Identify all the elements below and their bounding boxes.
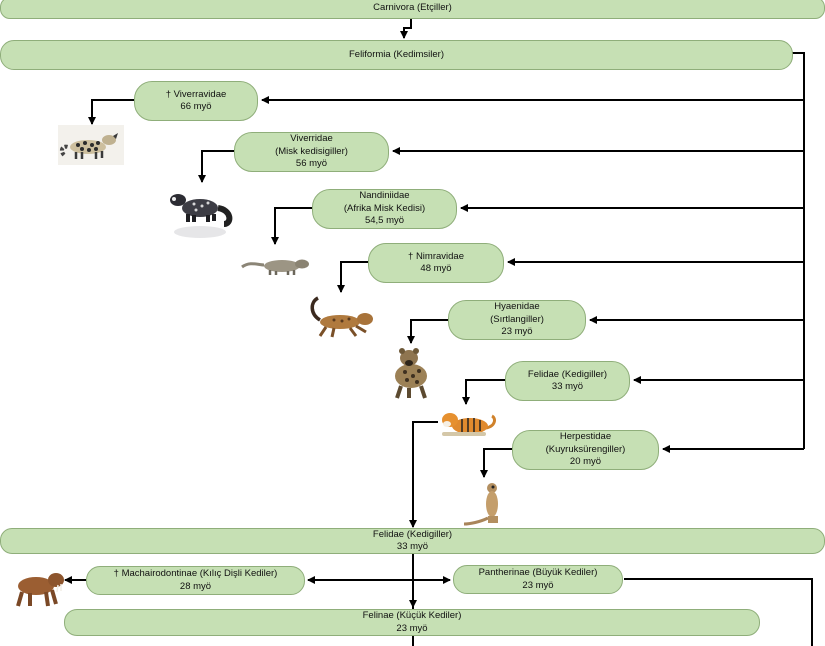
node-nimravidae-name: † Nimravidae xyxy=(408,250,464,262)
node-pantherinae-age: 23 myö xyxy=(522,579,554,591)
node-nimravidae-age: 48 myö xyxy=(420,263,452,274)
node-hyaenidae-name: Hyaenidae xyxy=(494,301,540,313)
node-feliformia: Feliformia (Kedimsiler) xyxy=(0,40,793,70)
node-herpestidae-age: 20 myö xyxy=(569,456,602,468)
civet-image xyxy=(170,194,233,238)
node-machairodontinae-age: 28 myö xyxy=(179,580,212,592)
node-felinae: Felinae (Küçük Kediler) 23 myö xyxy=(64,609,760,636)
nimravid-image xyxy=(310,296,373,338)
node-carnivora: Carnivora (Etçiller) xyxy=(0,0,825,19)
node-viverridae-age: 56 myö xyxy=(295,158,328,170)
node-nandiniidae: Nandiniidae (Afrika Misk Kedisi) 54,5 my… xyxy=(312,189,457,229)
african-palm-civet-image xyxy=(241,259,309,275)
tiger-image xyxy=(442,413,496,436)
node-viverravidae-name: † Viverravidae xyxy=(165,88,227,100)
node-hyaenidae-age: 23 myö xyxy=(501,326,533,338)
node-machairodontinae-name: † Machairodontinae (Kılıç Dişli Kediler) xyxy=(113,568,278,579)
node-felidae-age: 33 myö xyxy=(396,541,429,552)
node-felidae-branch-age: 33 myö xyxy=(551,381,584,392)
node-herpestidae: Herpestidae (Kuyruksürengiller) 20 myö xyxy=(512,430,659,470)
node-viverravidae: † Viverravidae 66 myö xyxy=(134,81,258,121)
node-hyaenidae-common-name: (Sırtlangiller) xyxy=(490,313,544,325)
node-hyaenidae: Hyaenidae (Sırtlangiller) 23 myö xyxy=(448,300,586,340)
node-machairodontinae: † Machairodontinae (Kılıç Dişli Kediler)… xyxy=(86,566,305,595)
node-pantherinae-name: Pantherinae (Büyük Kediler) xyxy=(478,567,598,578)
sabertooth-image xyxy=(16,573,64,607)
node-viverridae-common-name: (Misk kedisigiller) xyxy=(275,145,348,157)
node-carnivora-label: Carnivora (Etçiller) xyxy=(373,1,452,13)
node-feliformia-label: Feliformia (Kedimsiler) xyxy=(348,48,444,60)
hyena-image xyxy=(395,348,427,399)
node-felidae-branch-name: Felidae (Kedigiller) xyxy=(527,368,608,380)
node-nandiniidae-age: 54,5 myö xyxy=(364,215,405,227)
node-nimravidae: † Nimravidae 48 myö xyxy=(368,243,504,283)
node-viverravidae-age: 66 myö xyxy=(180,101,212,112)
node-viverridae-name: Viverridae xyxy=(290,133,333,145)
node-nandiniidae-name: Nandiniidae xyxy=(359,190,410,202)
node-herpestidae-name: Herpestidae xyxy=(559,431,612,443)
node-felidae-branch: Felidae (Kedigiller) 33 myö xyxy=(505,361,630,401)
node-felidae-name: Felidae (Kedigiller) xyxy=(372,528,453,540)
node-felinae-name: Felinae (Küçük Kediler) xyxy=(362,610,462,621)
node-felinae-age: 23 myö xyxy=(396,622,428,634)
meerkat-image xyxy=(463,483,498,526)
node-nandiniidae-common-name: (Afrika Misk Kedisi) xyxy=(343,202,426,214)
node-felidae: Felidae (Kedigiller) 33 myö xyxy=(0,528,825,554)
genet-image xyxy=(58,125,124,165)
node-viverridae: Viverridae (Misk kedisigiller) 56 myö xyxy=(234,132,389,172)
node-herpestidae-common-name: (Kuyruksürengiller) xyxy=(545,443,626,455)
node-pantherinae: Pantherinae (Büyük Kediler) 23 myö xyxy=(453,565,623,594)
